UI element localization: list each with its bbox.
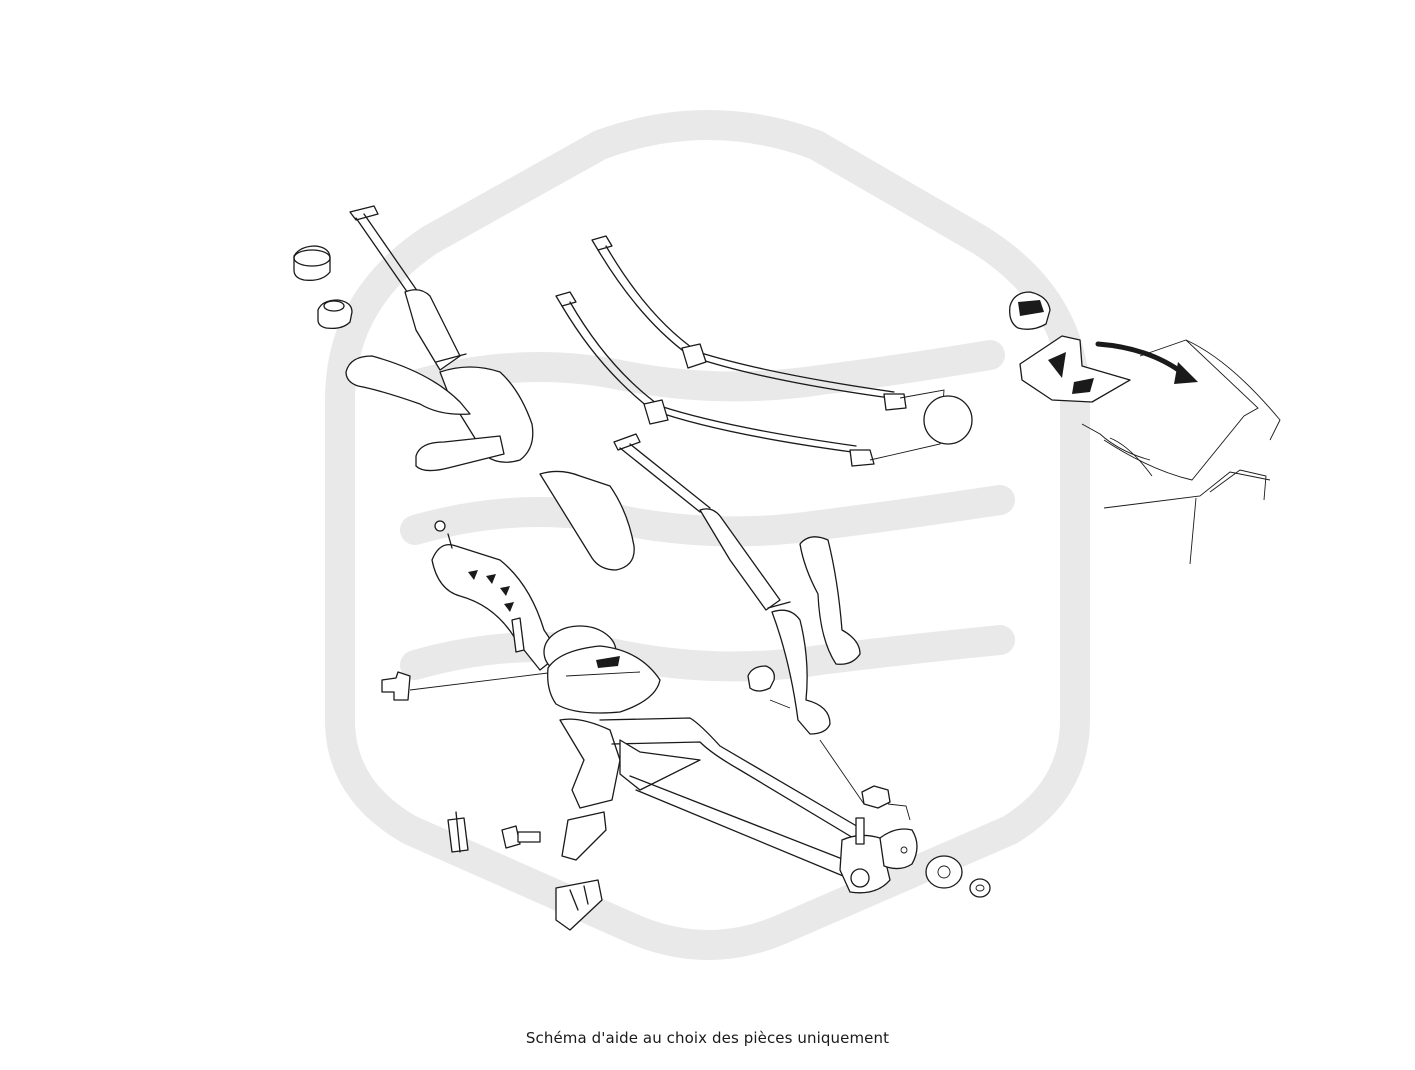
diagram-caption: Schéma d'aide au choix des pièces unique… (525, 1029, 890, 1047)
right-wiper-arm (613, 433, 831, 735)
mounting-bolt (501, 825, 541, 849)
mounting-bracket-2 (555, 879, 603, 931)
grommet-right (747, 665, 791, 709)
wiper-linkage-motor (431, 520, 918, 894)
right-arm-cover (799, 536, 861, 665)
pivot-bushing (925, 855, 963, 889)
wiper-nut-cap-2 (317, 299, 353, 330)
center-arm-cover (539, 470, 635, 571)
wiper-motor-cover (1019, 335, 1131, 403)
clip-left (381, 671, 557, 701)
washer (969, 878, 991, 898)
linkage-nut (861, 785, 911, 821)
left-wiper-arm (349, 205, 534, 463)
car-reference-sketch (1081, 339, 1281, 565)
curved-arrow-icon (1095, 341, 1198, 384)
wiper-nut-cap-1 (293, 245, 331, 281)
wiper-blade-short (555, 291, 875, 467)
rubber-grommet-bottom (447, 811, 469, 853)
wiper-blade-long (591, 235, 907, 411)
cowl-plug (1009, 291, 1051, 330)
left-arm-cover (345, 355, 505, 472)
blade-detail-circle (869, 389, 973, 461)
mounting-bracket-1 (561, 811, 607, 861)
